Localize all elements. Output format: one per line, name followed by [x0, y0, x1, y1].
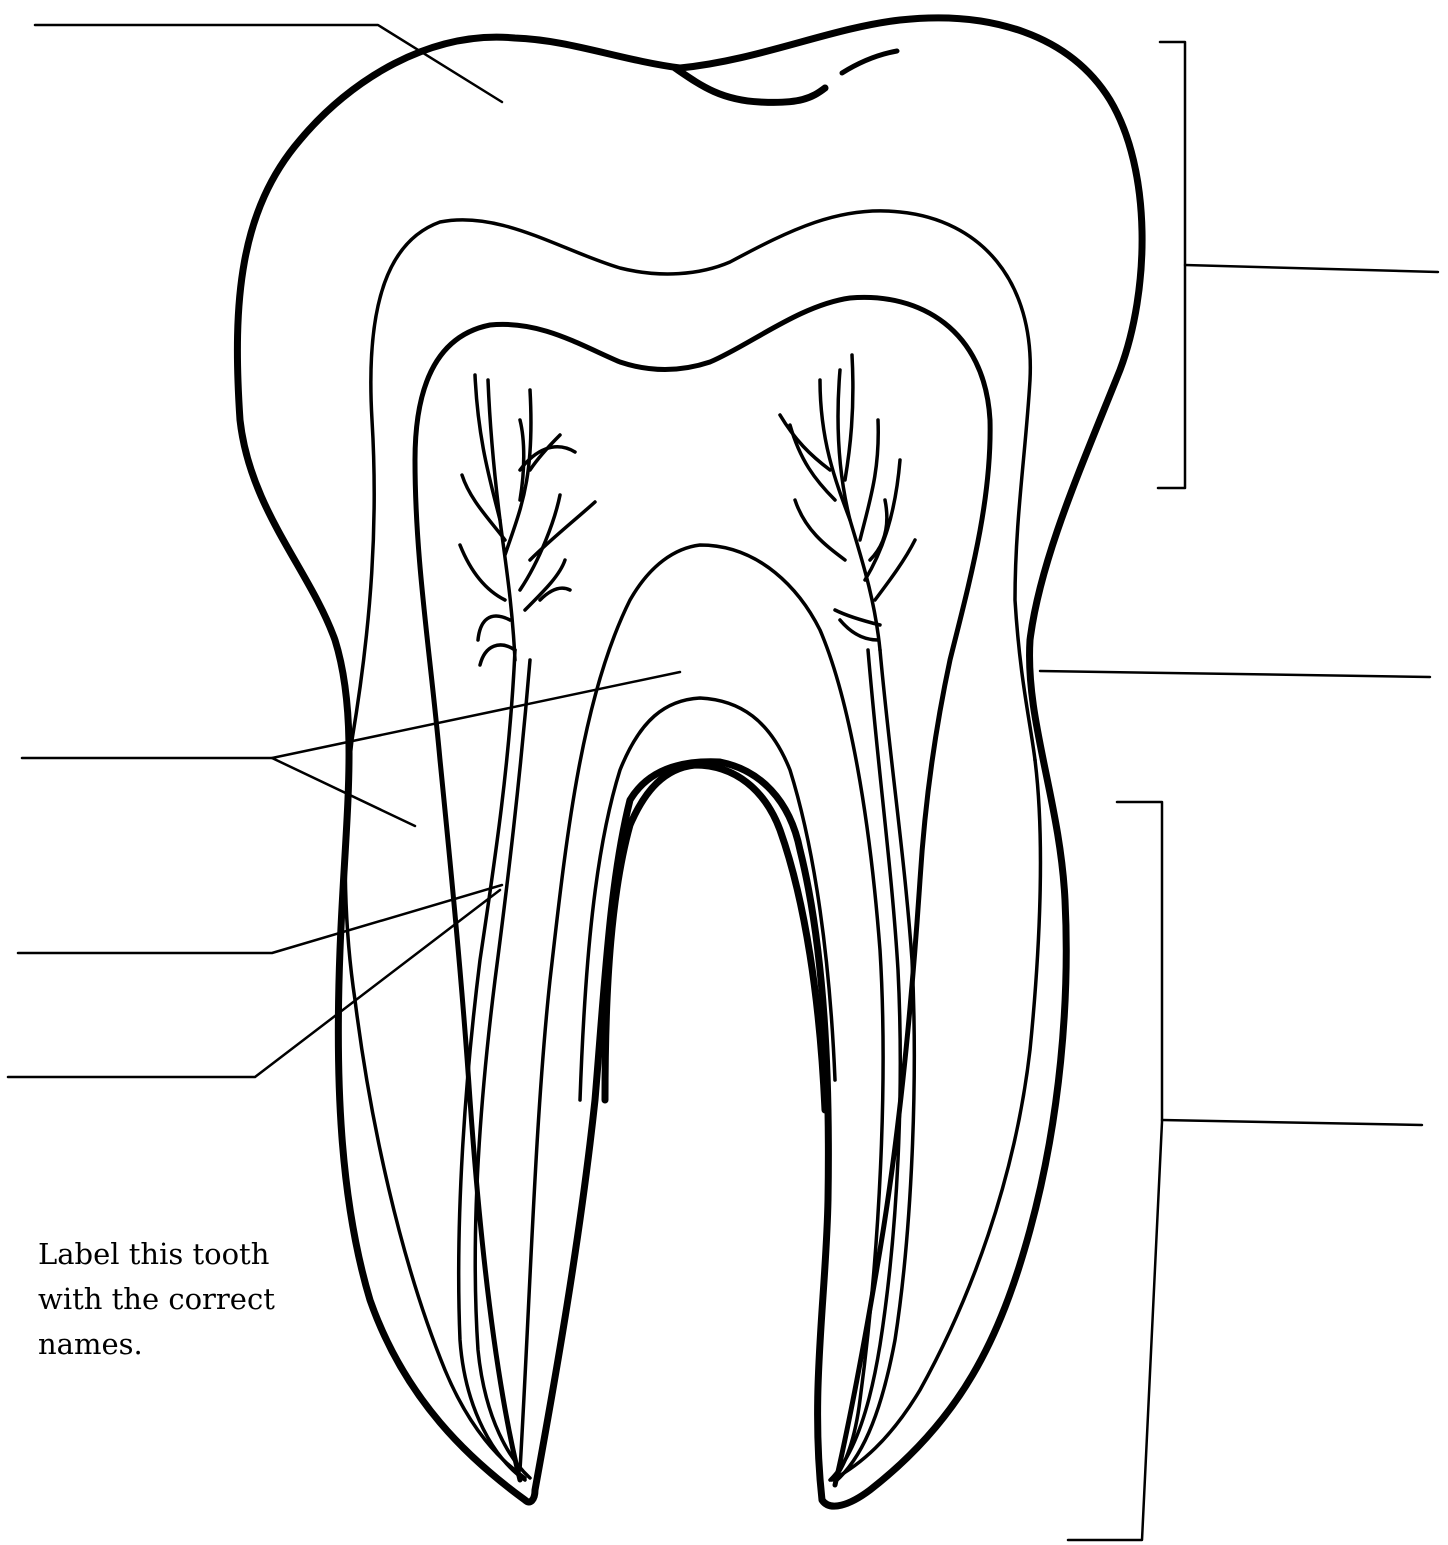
leader-root: [1162, 1120, 1422, 1125]
leader-dentin-pulp-branch: [272, 758, 415, 826]
tooth-outer-outline: [237, 18, 1142, 1506]
leader-nerves-vessels: [8, 890, 500, 1077]
leader-gum-line: [1040, 671, 1430, 677]
worksheet-instructions: Label this tooth with the correct names.: [38, 1232, 298, 1367]
root-bracket: [1068, 802, 1162, 1540]
instruction-line-1: Label this tooth: [38, 1232, 298, 1277]
crown-bracket: [1158, 42, 1185, 488]
nerve-branches-left: [460, 375, 595, 665]
crown-groove-line: [675, 68, 825, 102]
instruction-line-2: with the correct: [38, 1277, 298, 1322]
leader-enamel: [35, 25, 502, 102]
nerve-branches-right: [780, 355, 915, 650]
crown-cusp-highlight: [842, 51, 897, 73]
instruction-line-3: names.: [38, 1322, 298, 1367]
dentin-root-inner-line: [520, 545, 883, 1478]
root-canal-line-left-a: [459, 650, 525, 1480]
dentin-enamel-junction: [352, 211, 1035, 760]
leader-crown: [1185, 265, 1438, 272]
pulp-chamber-outline: [415, 297, 990, 1485]
